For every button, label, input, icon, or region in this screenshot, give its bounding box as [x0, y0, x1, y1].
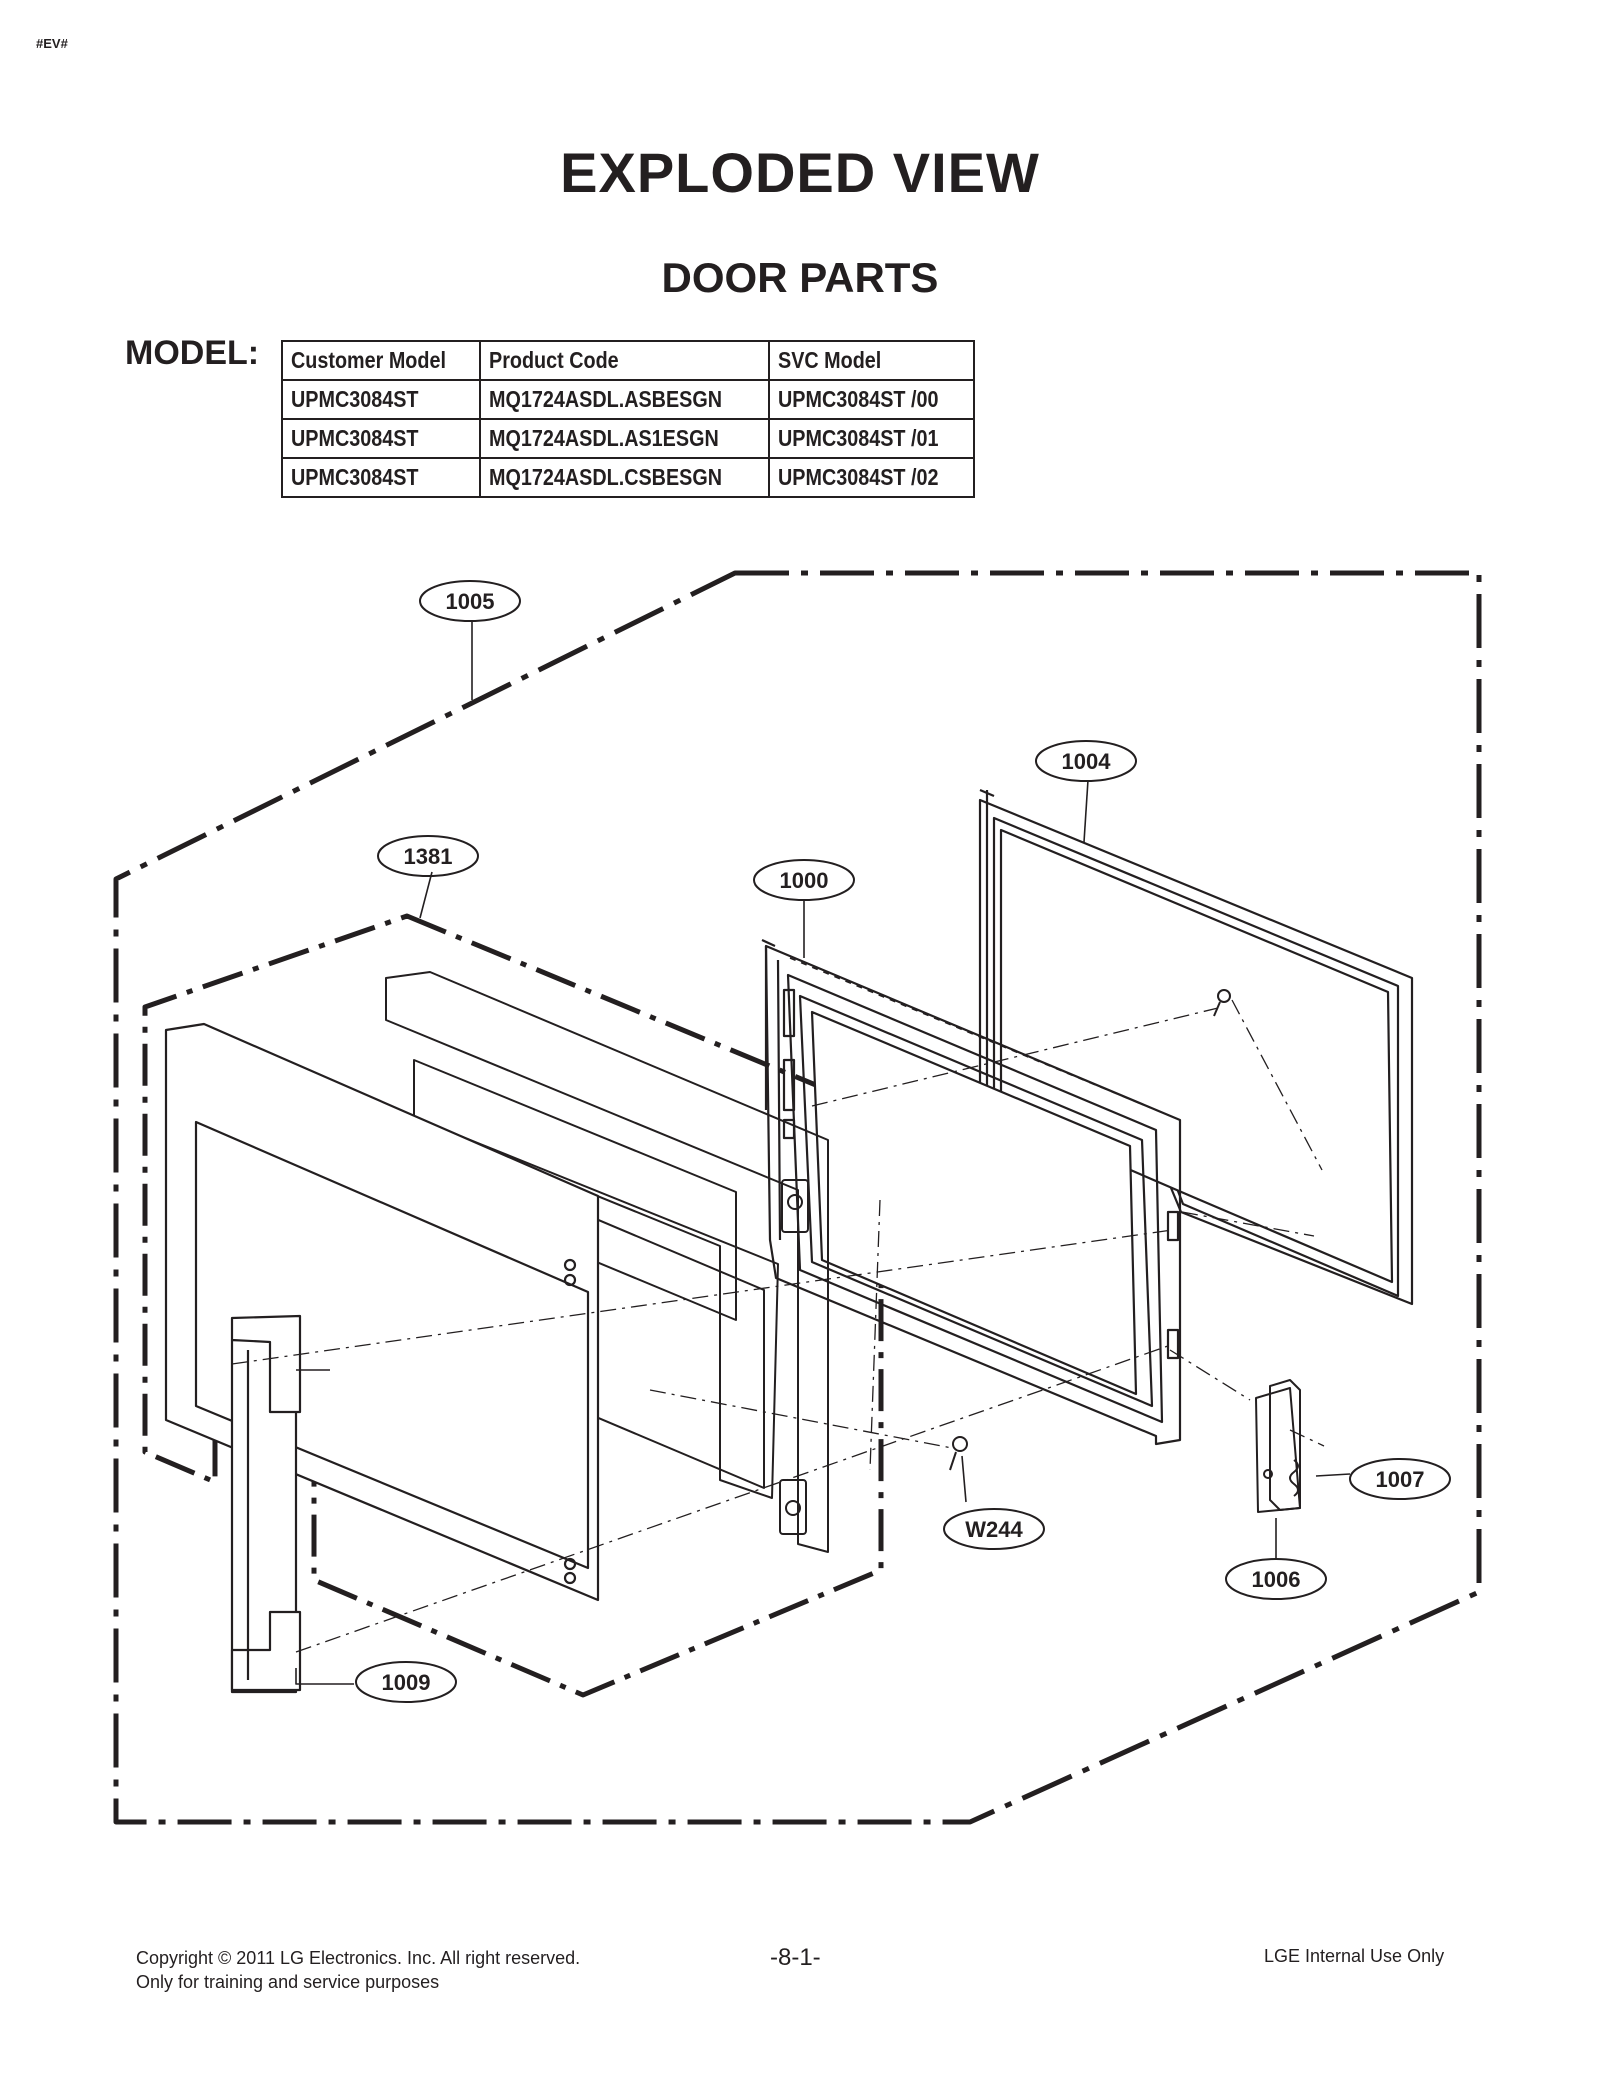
- column-header: Product Code: [489, 347, 619, 373]
- document-tag: #EV#: [36, 36, 68, 51]
- callout-1007: 1007: [1376, 1467, 1425, 1492]
- callout-oval: [943, 1508, 1045, 1550]
- column-header: Customer Model: [291, 347, 446, 373]
- model-label: MODEL:: [125, 334, 260, 372]
- callout-1009: 1009: [382, 1670, 431, 1695]
- copyright-text: Copyright © 2011 LG Electronics. Inc. Al…: [136, 1948, 581, 1968]
- callout-oval: [377, 835, 479, 877]
- column-header: SVC Model: [778, 347, 882, 373]
- callout-1381: 1381: [404, 844, 453, 869]
- callout-oval: [1349, 1458, 1451, 1500]
- purpose-text: Only for training and service purposes: [136, 1972, 440, 1992]
- callout-oval: [355, 1661, 457, 1703]
- callout-oval: [753, 859, 855, 901]
- door-latch-1006: [1255, 1379, 1301, 1513]
- table-cell: UPMC3084ST: [291, 425, 419, 451]
- screw-upper: [1213, 989, 1231, 1017]
- table-cell: UPMC3084ST /02: [778, 464, 939, 490]
- table-row: UPMC3084ST MQ1724ASDL.AS1ESGN UPMC3084ST…: [280, 418, 975, 459]
- table-cell: UPMC3084ST /00: [778, 386, 939, 412]
- page-title: EXPLODED VIEW: [560, 141, 1040, 204]
- table-header-row: Customer Model Product Code SVC Model: [280, 340, 975, 381]
- table-cell: UPMC3084ST /01: [778, 425, 939, 451]
- callout-w244: W244: [965, 1517, 1023, 1542]
- page-number: -8-1-: [770, 1944, 821, 1971]
- callout-1000: 1000: [780, 868, 829, 893]
- door-frame-1000: [761, 939, 1182, 1446]
- screw-w244: [949, 1436, 968, 1471]
- callout-oval: [1225, 1558, 1327, 1600]
- callout-1005: 1005: [446, 589, 495, 614]
- door-handle-1009: [230, 1314, 302, 1694]
- callout-leaders: [295, 620, 1351, 1685]
- callout-oval: [419, 580, 521, 622]
- door-front-panel: [164, 1022, 600, 1602]
- table-row: UPMC3084ST MQ1724ASDL.ASBESGN UPMC3084ST…: [280, 379, 975, 420]
- table-cell: MQ1724ASDL.ASBESGN: [489, 386, 723, 412]
- table-cell: UPMC3084ST: [291, 464, 419, 490]
- callout-1004: 1004: [1062, 749, 1112, 774]
- table-row: UPMC3084ST MQ1724ASDL.CSBESGN UPMC3084ST…: [280, 457, 975, 498]
- footer-internal-note: LGE Internal Use Only: [1264, 1946, 1445, 1966]
- callout-1006: 1006: [1252, 1567, 1301, 1592]
- table-cell: MQ1724ASDL.AS1ESGN: [489, 425, 719, 451]
- table-cell: MQ1724ASDL.CSBESGN: [489, 464, 723, 490]
- footer-copyright: Copyright © 2011 LG Electronics. Inc. Al…: [136, 1946, 580, 1994]
- table-cell: UPMC3084ST: [291, 386, 419, 412]
- callout-oval: [1035, 740, 1137, 782]
- assembly-guide-lines: [231, 999, 1325, 1653]
- page-subtitle: DOOR PARTS: [661, 254, 939, 301]
- assembly-boundary: [113, 570, 1482, 1825]
- model-table: Customer Model Product Code SVC Model UP…: [280, 340, 975, 498]
